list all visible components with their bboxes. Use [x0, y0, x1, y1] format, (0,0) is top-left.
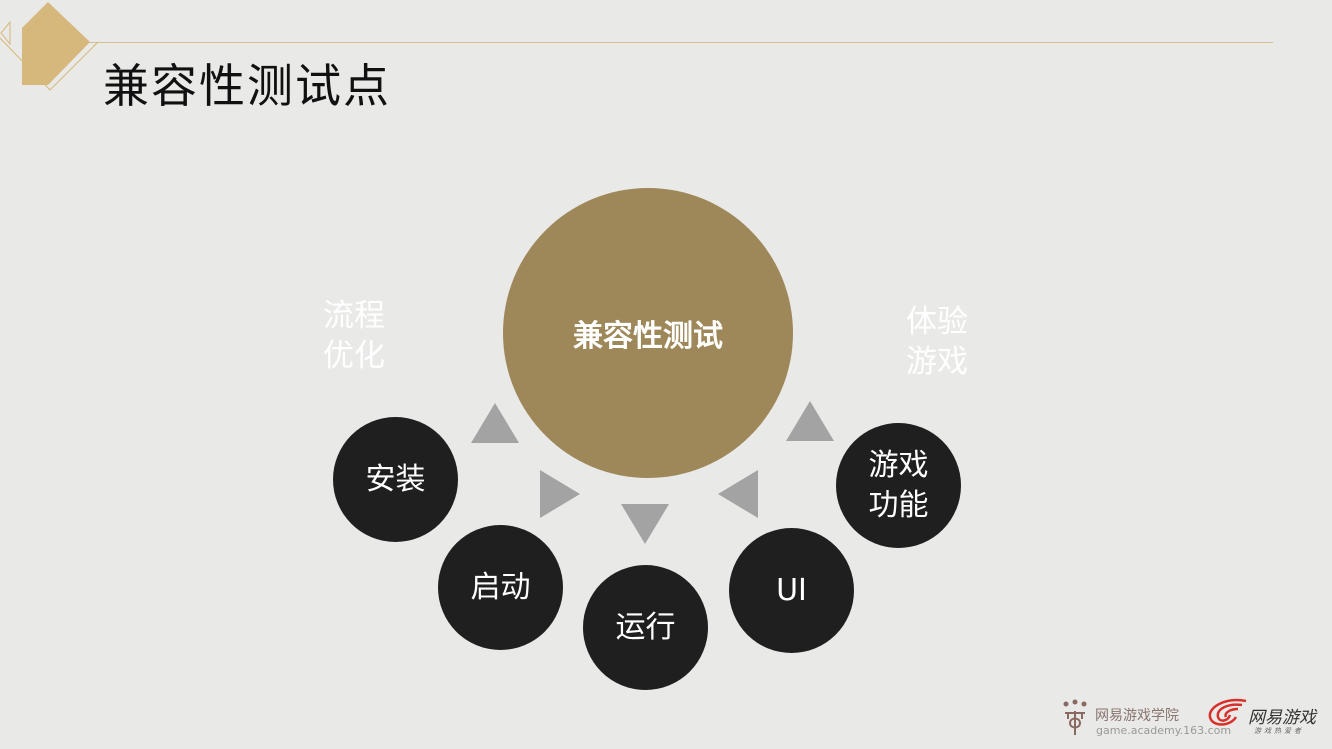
diamond-logo-icon: [0, 2, 99, 91]
page-title: 兼容性测试点: [103, 59, 391, 113]
arrow-up-icon: [786, 401, 834, 441]
node-ui: UI: [729, 528, 854, 653]
node-run: 运行: [583, 565, 708, 690]
side-label-line: 体验: [906, 304, 968, 340]
node-game-features-label: 游戏功能: [868, 447, 929, 523]
side-label-experience-game: 体验 游戏: [906, 302, 968, 382]
brand-sub: 游戏热爱者: [1254, 727, 1304, 735]
arrow-down-icon: [621, 504, 669, 544]
netease-games-logo-icon: [1208, 698, 1247, 726]
center-node-compatibility-test: 兼容性测试: [503, 188, 793, 478]
node-game-features: 游戏功能: [836, 423, 961, 548]
arrow-left-icon: [718, 470, 758, 518]
academy-logo-icon: [1063, 699, 1087, 735]
arrow-right-icon: [540, 470, 580, 518]
arrow-up-icon: [471, 403, 519, 443]
header-rule: [88, 42, 1273, 43]
node-launch: 启动: [438, 525, 563, 650]
academy-url: game.academy.163.com: [1096, 724, 1232, 737]
side-label-line: 优化: [323, 338, 385, 374]
node-install: 安装: [333, 417, 458, 542]
side-label-line: 流程: [323, 298, 385, 334]
brand-name: 网易游戏: [1248, 708, 1316, 728]
academy-name: 网易游戏学院: [1095, 708, 1179, 724]
side-label-line: 游戏: [906, 344, 968, 380]
side-label-process-optimization: 流程 优化: [323, 296, 385, 376]
